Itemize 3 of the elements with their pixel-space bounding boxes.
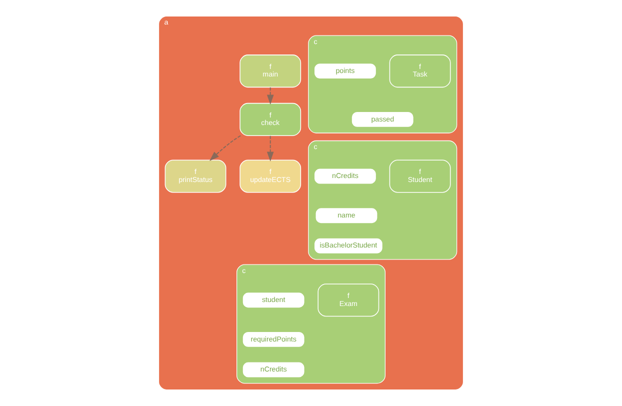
arrow bbox=[209, 135, 241, 161]
arrow bbox=[266, 136, 274, 162]
arrow bbox=[266, 87, 274, 105]
